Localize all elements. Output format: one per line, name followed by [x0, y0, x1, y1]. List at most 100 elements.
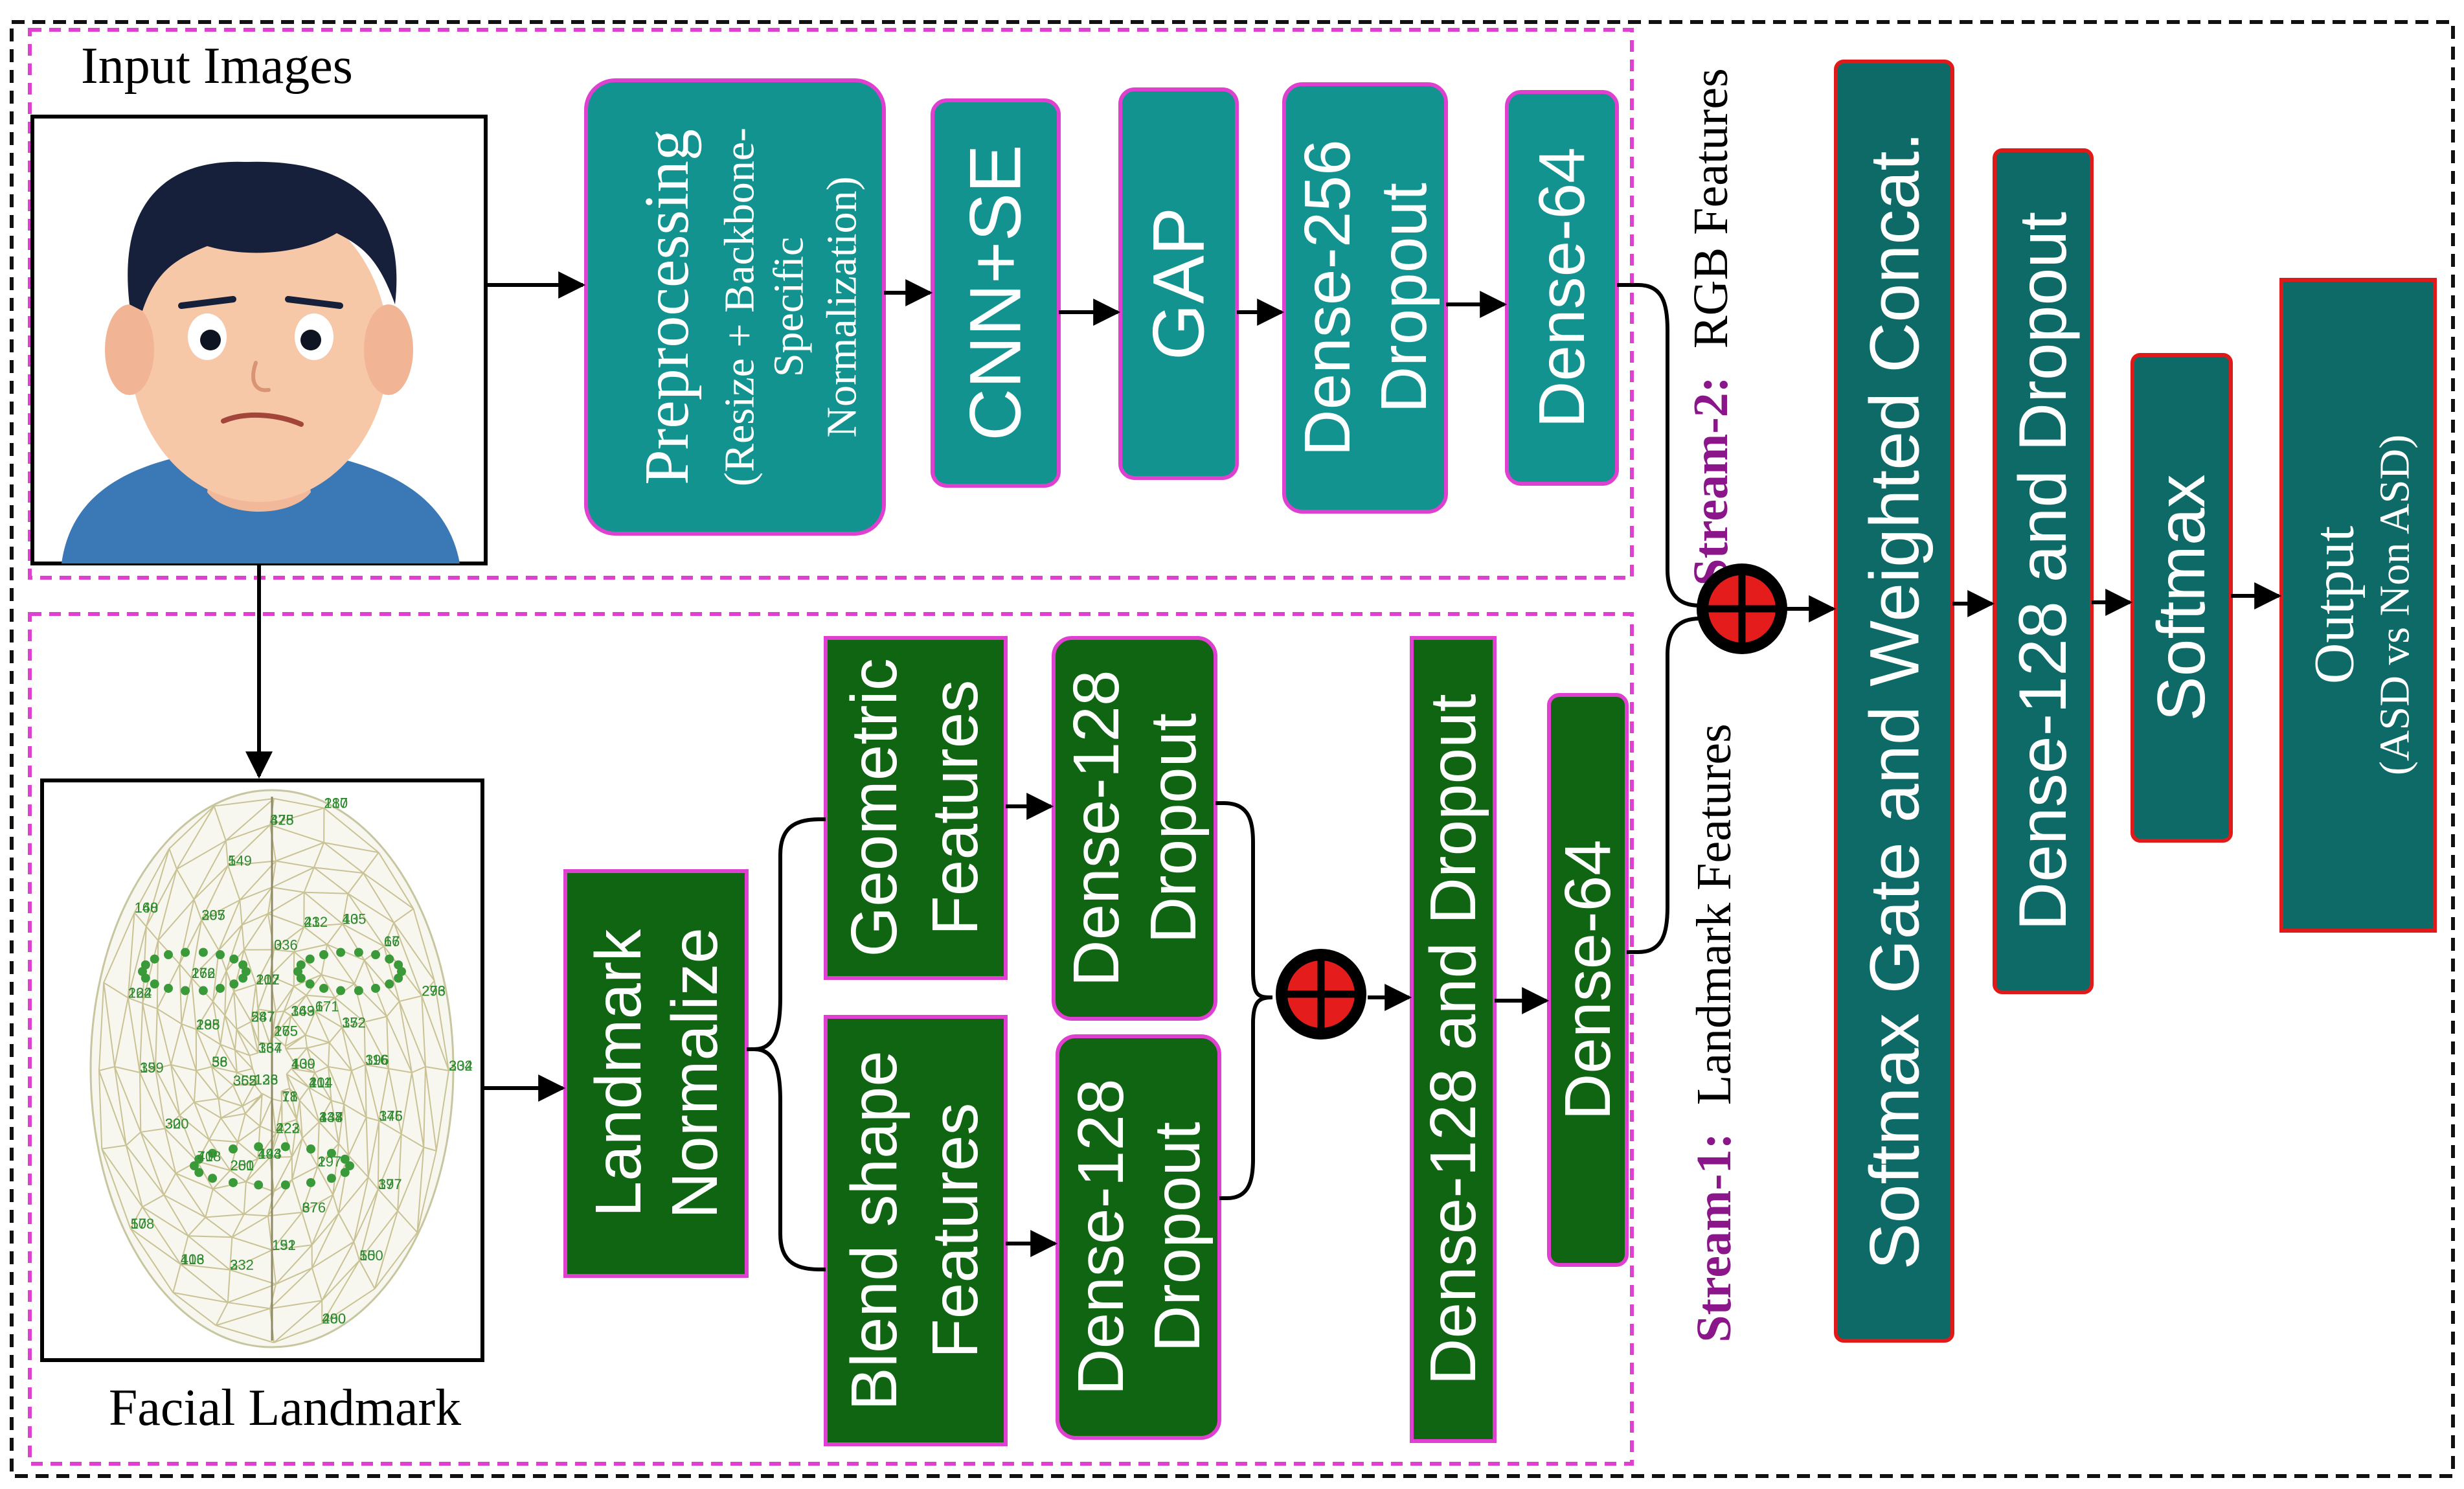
mesh-edge	[314, 1066, 329, 1073]
bracket-normalize-split	[747, 817, 826, 1271]
mesh-landmark-index: 36	[212, 1054, 227, 1070]
mesh-edge	[212, 1001, 225, 1016]
mesh-landmark-index: 10	[309, 1074, 324, 1091]
mesh-edge	[343, 1070, 352, 1104]
mesh-edge	[103, 983, 115, 1067]
mesh-edge	[291, 1166, 318, 1181]
mesh-edge	[416, 1150, 437, 1233]
mesh-edge	[435, 1070, 449, 1151]
mesh-edge	[271, 887, 304, 893]
mesh-edge	[218, 924, 243, 951]
mesh-edge	[301, 1166, 319, 1213]
rgb-dense64-label: Dense-64	[1526, 147, 1598, 428]
mesh-edge	[211, 1066, 220, 1099]
bracket-dense128-merge	[1215, 801, 1273, 1200]
mesh-edge	[170, 1064, 181, 1116]
mesh-edge	[398, 1001, 426, 1067]
mesh-edge	[291, 1138, 303, 1180]
mesh-edge	[348, 1117, 367, 1156]
mesh-edge	[227, 865, 241, 901]
mesh-landmark-point	[190, 1161, 199, 1170]
mesh-landmark-index: 147	[319, 1109, 343, 1125]
mesh-landmark-point	[208, 1174, 218, 1183]
mesh-landmark-point	[306, 1177, 315, 1187]
landmark-label: Landmark	[582, 929, 655, 1218]
mesh-edge	[231, 1214, 245, 1238]
mesh-edge	[190, 977, 197, 1030]
mesh-edge	[343, 1103, 367, 1118]
mesh-edge	[262, 1093, 273, 1100]
mesh-edge	[282, 1119, 297, 1125]
connectors	[245, 271, 2282, 1271]
mesh-edge	[209, 1139, 238, 1143]
mesh-edge	[328, 1066, 352, 1071]
mesh-landmark-point	[280, 1142, 290, 1152]
mesh-edge	[328, 1042, 330, 1067]
mesh-edge	[305, 1034, 330, 1043]
mesh-edge	[386, 1016, 413, 1073]
mesh-edge	[354, 960, 365, 984]
mesh-edge	[243, 1213, 269, 1217]
mesh-landmark-index: 168	[135, 900, 159, 916]
mesh-edge	[163, 1194, 206, 1218]
mesh-edge	[293, 1047, 308, 1064]
mesh-landmark-point	[280, 1180, 290, 1190]
mesh-edge	[218, 900, 241, 951]
mesh-edge	[237, 1141, 258, 1159]
mesh-edge	[236, 1021, 252, 1030]
normalize-label: Normalize	[659, 927, 731, 1219]
dense256-dropout-block: Dense-256 Dropout	[1282, 82, 1448, 514]
mesh-edge	[250, 1008, 259, 1022]
mesh-edge	[353, 1241, 361, 1261]
mesh-edge	[114, 1066, 127, 1146]
mesh-edge	[229, 1170, 247, 1183]
mesh-edge	[323, 842, 364, 874]
mesh-edge	[400, 1072, 413, 1135]
mesh-edge	[347, 893, 385, 947]
mesh-edge	[225, 840, 229, 866]
mesh-edge	[232, 1085, 243, 1107]
mesh-edge	[142, 1003, 156, 1069]
mesh-landmark-index: 297	[318, 1154, 342, 1170]
mesh-edge	[172, 1264, 181, 1293]
mesh-edge	[299, 1100, 303, 1139]
mesh-edge	[101, 1148, 131, 1229]
mesh-edge	[378, 852, 414, 909]
mesh-edge	[359, 1210, 398, 1261]
mesh-edge	[224, 1015, 238, 1030]
mesh-edge	[311, 1267, 323, 1301]
mesh-landmark-index: 4	[291, 1056, 299, 1072]
mesh-landmark-point	[371, 950, 380, 960]
output-detail-label: (ASD vs Non ASD)	[2371, 435, 2419, 775]
mesh-edge	[273, 1300, 322, 1343]
mesh-edge	[245, 1157, 271, 1183]
mesh-edge	[114, 1066, 141, 1073]
mesh-edge	[341, 1027, 352, 1071]
mesh-landmark-index: 262	[128, 985, 152, 1001]
mesh-landmark-index: 71	[282, 1088, 297, 1104]
mesh-edge	[259, 1098, 273, 1127]
mesh-edge	[289, 1088, 298, 1120]
mesh-edge	[383, 922, 395, 947]
mesh-landmark-index: 418	[198, 1148, 221, 1165]
mesh-edge	[275, 1101, 283, 1133]
mesh-edge	[308, 1087, 320, 1122]
mesh-landmark-index: 5	[228, 852, 236, 869]
mesh-edge	[291, 1068, 310, 1088]
mesh-edge	[342, 923, 385, 947]
mesh-landmark-point	[336, 948, 346, 957]
mesh-edge	[209, 1139, 231, 1171]
mesh-edge	[280, 1091, 298, 1120]
mesh-landmark-index: 372	[342, 1014, 366, 1030]
mesh-edge	[313, 867, 364, 874]
mesh-edge	[296, 1119, 303, 1139]
mesh-landmark-index: 17	[384, 933, 400, 949]
mesh-landmark-index: 18	[282, 1088, 297, 1104]
mesh-landmark-point	[181, 986, 190, 995]
blendshape-label: Blend shape	[838, 1051, 910, 1411]
mesh-edge	[140, 1131, 165, 1196]
mesh-edge	[411, 1066, 426, 1073]
mesh-edge	[398, 1001, 413, 1073]
mesh-edge	[156, 940, 159, 1009]
mesh-edge	[299, 1100, 320, 1122]
